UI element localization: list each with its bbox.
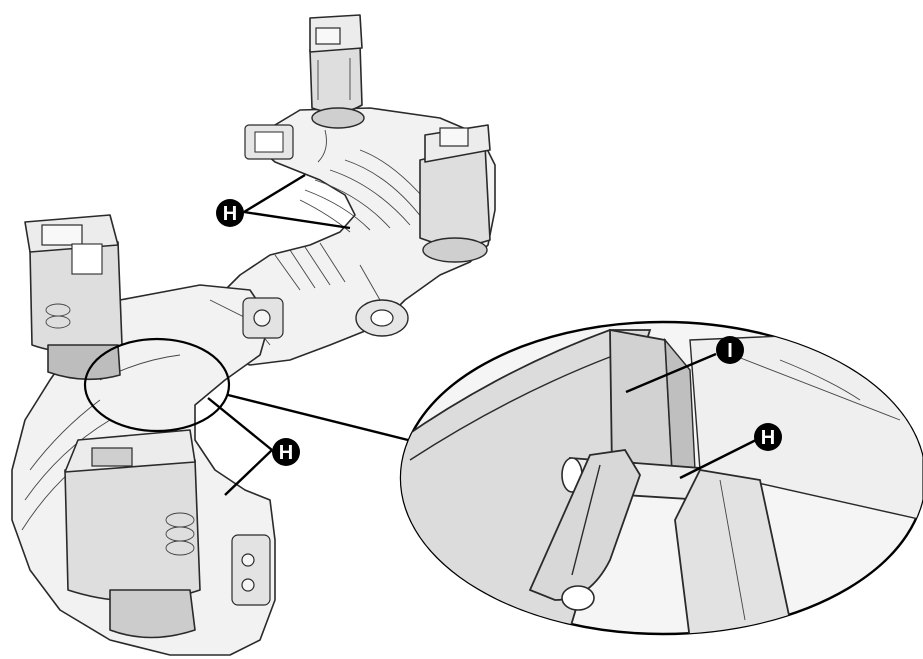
motor-top bbox=[309, 14, 365, 163]
callout-h-bottom-label: H bbox=[279, 442, 293, 464]
callout-h-top: H bbox=[216, 199, 244, 227]
detail-circle-marker bbox=[83, 337, 231, 433]
callout-i-zoom: I bbox=[716, 336, 744, 364]
callout-h-zoom-label: H bbox=[761, 427, 775, 449]
zoom-connector-line bbox=[227, 393, 409, 442]
callout-i-zoom-label: I bbox=[727, 340, 733, 362]
motor-left bbox=[24, 214, 123, 381]
motor-bottom bbox=[64, 429, 201, 639]
zoom-detail-view bbox=[399, 320, 923, 636]
motor-right bbox=[419, 124, 491, 263]
callout-h-top-label: H bbox=[223, 203, 237, 225]
callout-h-zoom: H bbox=[754, 423, 782, 451]
callout-h-bottom: H bbox=[272, 438, 300, 466]
leader-lines bbox=[207, 173, 757, 496]
